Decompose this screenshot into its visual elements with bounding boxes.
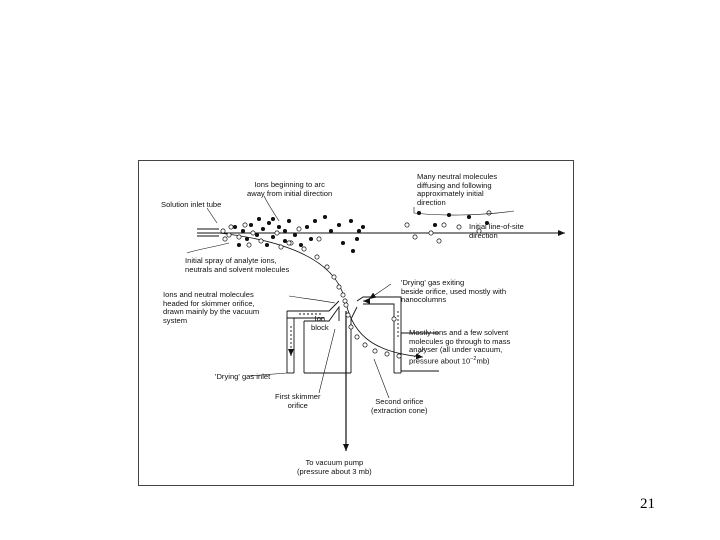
molecule-dot-filled [308,236,314,242]
molecule-dot-hollow [274,230,280,236]
molecule-dot-filled [336,222,342,228]
molecule-dot-filled [276,224,282,230]
molecule-dot-filled [354,236,360,242]
molecule-dot-hollow [354,334,360,340]
molecule-dot-filled [236,242,242,248]
molecule-dot-filled [432,222,438,228]
label-many-neutral: Many neutral molecules diffusing and fol… [417,172,498,207]
label-mostly-ions-exponent: −2 [470,355,477,362]
molecule-dot-filled [312,218,318,224]
molecule-dot-hollow [441,222,447,228]
molecule-dot-hollow [324,264,330,270]
molecule-dot-filled [270,234,276,240]
label-ions-neutral-headed: Ions and neutral molecules headed for sk… [163,290,260,325]
molecule-dot-hollow [242,222,248,228]
molecule-dot-hollow [412,234,418,240]
molecule-dot-filled [232,224,238,230]
molecule-dot-filled [244,236,250,242]
molecule-dot-hollow [301,246,307,252]
molecule-dot-hollow [428,230,434,236]
molecule-dot-filled [356,228,362,234]
molecule-dot-hollow [286,240,292,246]
label-drying-inlet: 'Drying' gas inlet [215,372,271,381]
molecule-dot-hollow [436,238,442,244]
solution-inlet-tube [197,228,219,237]
molecule-dot-hollow [336,284,342,290]
molecule-dot-filled [304,224,310,230]
molecule-dot-filled [282,238,288,244]
molecule-dot-filled [298,242,304,248]
extraction-cone-housing [356,296,439,374]
molecule-dot-filled [240,228,246,234]
label-leader-lines [186,195,515,399]
molecule-dot-hollow [246,242,252,248]
molecule-dot-hollow [316,236,322,242]
molecule-dot-filled [248,222,254,228]
molecule-dot-filled [254,232,260,238]
molecule-dot-hollow [340,292,346,298]
molecule-dot-hollow [296,226,302,232]
label-ion-block: Ion block [311,314,329,332]
label-ions-arc: Ions beginning to arc away from initial … [247,180,333,198]
particle-dots [220,210,492,359]
molecule-dot-filled [348,218,354,224]
label-mostly-ions: Mostly ions and a few solvent molecules … [409,328,511,366]
molecule-dot-filled [264,242,270,248]
molecule-dot-hollow [391,316,397,322]
label-mostly-ions-text: Mostly ions and a few solvent molecules … [409,328,511,366]
molecule-dot-hollow [258,238,264,244]
molecule-dot-filled [466,214,472,220]
molecule-dot-filled [266,220,272,226]
label-vacuum-pump: To vacuum pump (pressure about 3 mb) [297,458,372,476]
molecule-dot-hollow [486,210,492,216]
molecule-dot-filled [260,226,266,232]
molecule-dot-hollow [228,224,234,230]
esi-interface-diagram: Solution inlet tube Ions beginning to ar… [138,160,574,486]
molecule-dot-hollow [314,254,320,260]
molecule-dot-filled [256,216,262,222]
molecule-dot-hollow [345,312,351,318]
molecule-dot-hollow [236,234,242,240]
molecule-dot-filled [286,218,292,224]
molecule-dot-hollow [278,244,284,250]
label-solution-inlet: Solution inlet tube [161,200,222,209]
molecule-dot-filled [484,220,490,226]
molecule-dot-hollow [384,351,390,357]
molecule-dot-hollow [396,353,402,359]
label-drying-exit: 'Drying' gas exiting beside orifice, use… [401,278,507,305]
label-second-orifice: Second orifice (extraction cone) [371,397,428,415]
molecule-dot-hollow [226,232,232,238]
molecule-dot-filled [328,228,334,234]
molecule-dot-hollow [372,348,378,354]
molecule-dot-filled [340,240,346,246]
label-initial-spray: Initial spray of analyte ions, neutrals … [185,256,290,274]
drying-gas-inlet-housing [286,300,340,374]
molecule-dot-filled [292,232,298,238]
label-mostly-ions-unit: mb) [476,356,490,366]
molecule-dot-hollow [456,224,462,230]
molecule-dot-hollow [404,222,410,228]
molecule-dot-hollow [476,228,482,234]
molecule-dot-hollow [331,274,337,280]
molecule-dot-filled [416,210,422,216]
molecule-dot-filled [360,224,366,230]
molecule-dot-hollow [343,302,349,308]
molecule-dot-filled [350,248,356,254]
label-first-skimmer: First skimmer orifice [275,392,321,410]
molecule-dot-filled [322,214,328,220]
molecule-dot-hollow [342,298,348,304]
molecule-dot-hollow [220,228,226,234]
molecule-dot-hollow [348,324,354,330]
molecule-dot-filled [282,228,288,234]
diagram-drawing [186,195,565,451]
ion-block [303,305,358,374]
molecule-dot-hollow [222,236,228,242]
molecule-dot-hollow [362,342,368,348]
label-initial-line: Initial line-of-site direction [469,222,524,240]
molecule-dot-filled [270,216,276,222]
page-number: 21 [640,496,655,512]
molecule-dot-hollow [250,230,256,236]
